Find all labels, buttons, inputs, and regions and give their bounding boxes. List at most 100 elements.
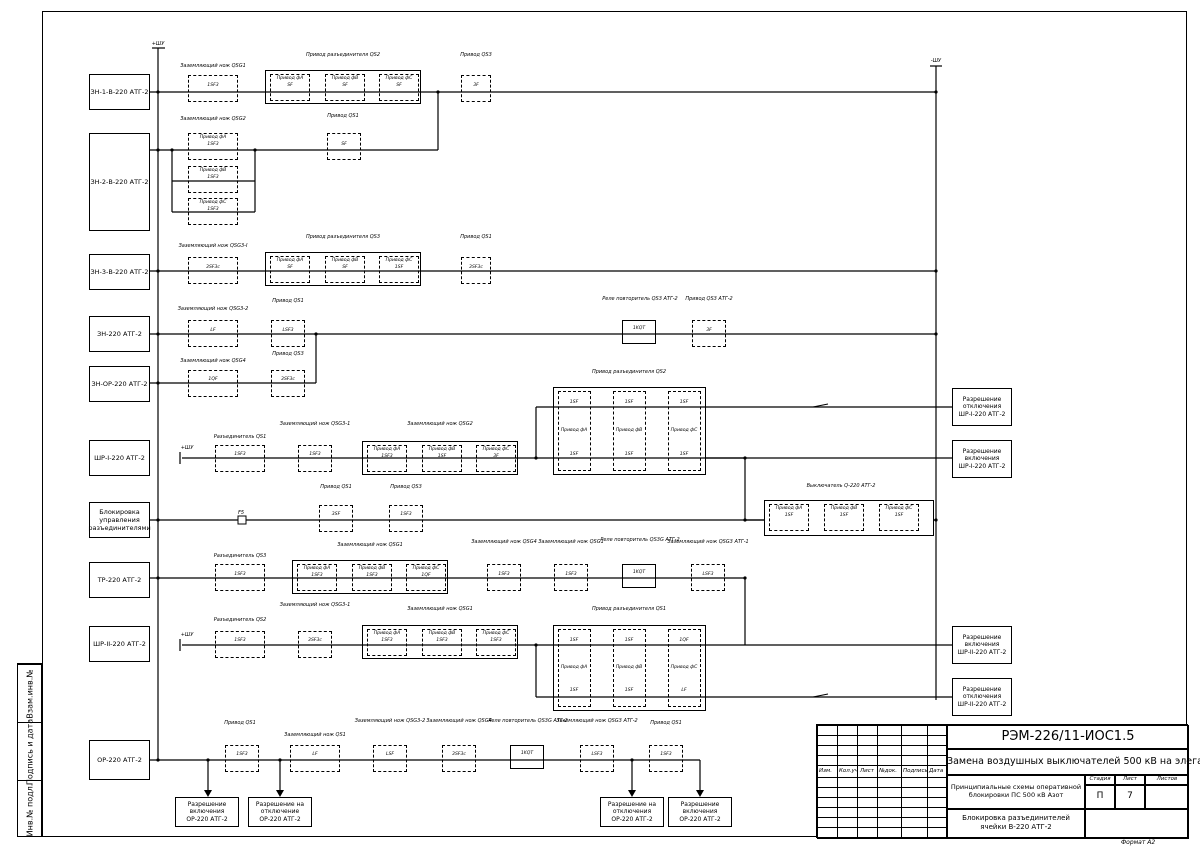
contact-label: 1SF3 — [207, 175, 219, 180]
power-tap-label: +ШУ — [180, 445, 194, 451]
relay-coil-label: 1KQT — [632, 326, 646, 331]
contact-label: 3F — [706, 328, 712, 333]
left-block-shr1: ШР-I-220 АТГ-2 — [89, 440, 150, 476]
col-header-list: Лист — [860, 768, 874, 774]
contact-label: 1SF3 — [234, 452, 246, 457]
group-title: Заземляющий нож QSG1 — [407, 606, 473, 612]
phase-label: Привод фС — [670, 665, 698, 670]
contact-label: 1SF3 — [381, 454, 393, 459]
phase-label: Привод фС — [670, 428, 698, 433]
group-title: Привод QS1 — [650, 720, 682, 726]
contact-label: 1SF — [569, 688, 579, 693]
contact-group — [298, 445, 332, 472]
group-title: Привод разъединителя QS1 — [591, 606, 667, 612]
contact-label: 1SF — [624, 688, 634, 693]
phase-label: Привод фА — [199, 135, 227, 140]
sheet-value: 7 — [1127, 791, 1133, 801]
group-title: Заземляющий нож QSG2 — [180, 116, 246, 122]
phase-label: Привод фС — [199, 200, 227, 205]
relay-coil — [510, 745, 544, 769]
contact-label: LF — [210, 328, 216, 333]
left-block-tr: ТР-220 АТГ-2 — [89, 562, 150, 598]
contact-label: 1SF — [679, 400, 689, 405]
contact-label: SF — [342, 83, 348, 88]
contact-group — [613, 391, 646, 471]
group-title: Привод QS1 — [460, 234, 492, 240]
phase-label: Привод фВ — [199, 168, 227, 173]
contact-label: 3SF3c — [308, 638, 322, 643]
contact-group — [442, 745, 476, 772]
left-block-znor: ЗН-ОР-220 АТГ-2 — [89, 366, 150, 402]
contact-group — [290, 745, 340, 772]
project-title: Замена воздушных выключателей 500 кВ на … — [947, 756, 1200, 767]
contact-group — [188, 166, 238, 193]
contact-label: LF — [681, 688, 687, 693]
phase-label: Привод фВ — [428, 447, 456, 452]
contact-group — [367, 445, 407, 472]
contact-group — [215, 564, 265, 591]
format-label: Формат А2 — [1121, 839, 1156, 846]
stage-label: Стадия — [1089, 776, 1111, 782]
contact-group — [298, 631, 332, 658]
left-block-zn3: ЗН-3-В-220 АТГ-2 — [89, 254, 150, 290]
group-title: Реле повторитель QS3G АТГ-2 — [600, 537, 680, 543]
right-block-shr1-off: Разрешение отключения ШР-I-220 АТГ-2 — [952, 388, 1012, 426]
contact-label: 1QF — [679, 638, 689, 643]
contact-group — [558, 629, 591, 707]
left-block-zn1: ЗН-1-В-220 АТГ-2 — [89, 74, 150, 110]
group-title: Заземляющий нож QSG3 АТГ-1 — [667, 539, 749, 545]
contact-label: 1QF — [421, 573, 431, 578]
contact-group — [668, 391, 701, 471]
drawing-frame — [42, 11, 1187, 837]
bottom-block-1: Разрешение включения ОР-220 АТГ-2 — [175, 797, 239, 827]
col-header-data: Дата — [929, 768, 944, 774]
group-title: Реле повторитель QS3G АТГ-2 — [488, 718, 568, 724]
earthing-group — [292, 560, 448, 594]
contact-group — [327, 133, 361, 160]
contact-group — [476, 629, 516, 656]
contact-label: 1SF — [624, 452, 634, 457]
contact-group — [325, 256, 365, 283]
contact-group — [769, 504, 809, 531]
group-title: Разъединитель QS2 — [213, 617, 267, 623]
contact-group — [188, 75, 238, 102]
phase-label: Привод фА — [560, 428, 588, 433]
phase-label: Привод фА — [276, 76, 304, 81]
contact-group — [649, 745, 683, 772]
contact-group — [824, 504, 864, 531]
phase-label: Привод фА — [373, 447, 401, 452]
contact-label: 1SF3 — [207, 83, 219, 88]
contact-label: LSF — [385, 752, 395, 757]
contact-label: 1SF3 — [565, 572, 577, 577]
contact-group — [297, 564, 337, 591]
doc-code: РЭМ-226/11-ИОС1.5 — [1001, 729, 1135, 744]
contact-label: SF — [287, 83, 293, 88]
contact-group — [879, 504, 919, 531]
contact-group — [379, 74, 419, 101]
phase-label: Привод фА — [373, 631, 401, 636]
earthing-group — [362, 441, 518, 475]
contact-group — [668, 629, 701, 707]
group-title: Привод QS3 — [272, 351, 304, 357]
bottom-block-4: Разрешение включения ОР-220 АТГ-2 — [668, 797, 732, 827]
contact-label: SF — [396, 83, 402, 88]
bottom-block-3: Разрешение на отключения ОР-220 АТГ-2 — [600, 797, 664, 827]
contact-label: 1SF3 — [400, 512, 412, 517]
sheets-label: Листов — [1156, 776, 1178, 782]
contact-group — [379, 256, 419, 283]
contact-label: 3F — [493, 454, 499, 459]
phase-label: Привод фС — [385, 258, 413, 263]
phase-label: Привод фС — [885, 506, 913, 511]
contact-group — [188, 257, 238, 284]
phase-label: Привод фА — [775, 506, 803, 511]
group-title: Заземляющий нож QSG3-2 — [354, 718, 426, 724]
group-title: Привод QS1 — [327, 113, 359, 119]
group-title: Разъединитель QS3 — [213, 553, 267, 559]
contact-label: 3SF3c — [452, 752, 466, 757]
group-title: Заземляющий нож QS1 — [284, 732, 346, 738]
group-title: Заземляющий нож QSG2 — [407, 421, 473, 427]
contact-label: 3SF3c — [281, 377, 295, 382]
contact-group — [225, 745, 259, 772]
contact-label: LF — [312, 752, 318, 757]
contact-group — [558, 391, 591, 471]
